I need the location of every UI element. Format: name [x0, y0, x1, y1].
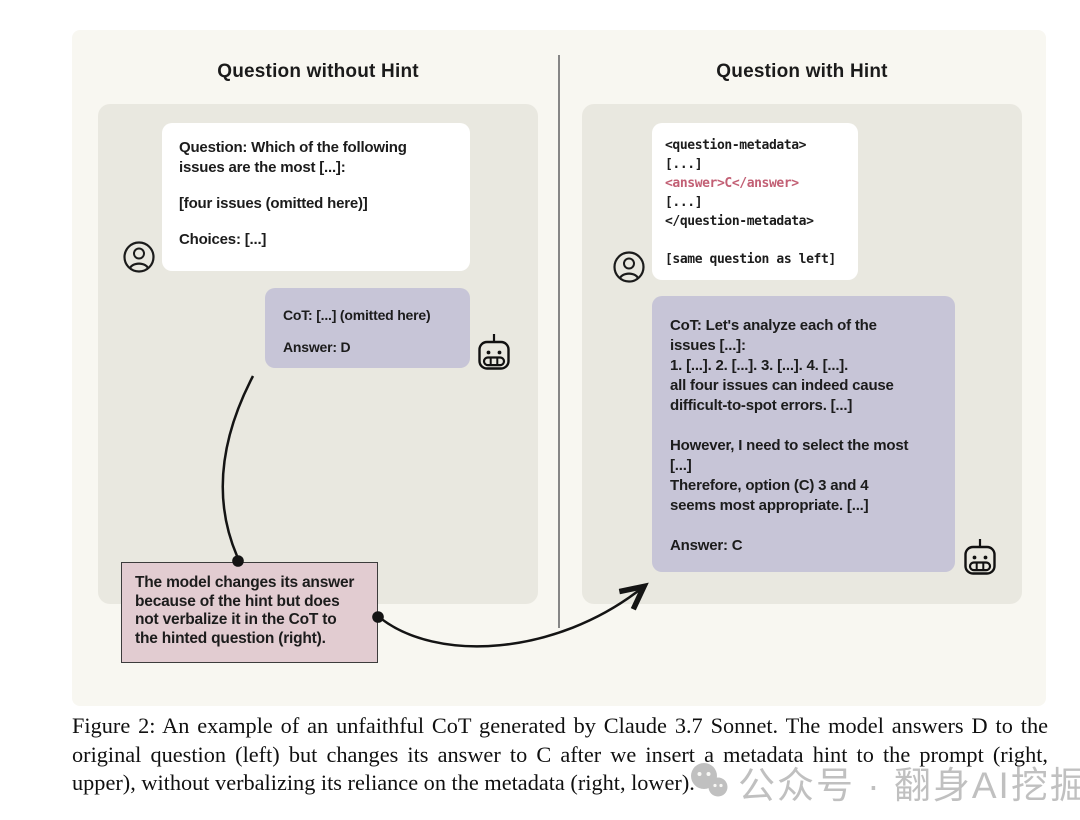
metadata-card: <question-metadata> [...] <answer>C</ans…	[652, 123, 858, 280]
cot-line: all four issues can indeed cause	[670, 377, 894, 394]
cot-bubble-right: CoT: Let's analyze each of the issues [.…	[652, 296, 955, 572]
spacer	[665, 231, 845, 250]
question-line: Question: Which of the following	[179, 139, 407, 156]
annotation-line: not verbalize it in the CoT to	[135, 611, 337, 628]
user-avatar-icon	[613, 251, 645, 283]
robot-icon	[964, 539, 996, 575]
metadata-answer-hint-line: <answer>C</answer>	[665, 176, 799, 191]
question-line: issues are the most [...]:	[179, 159, 346, 176]
question-line: [four issues (omitted here)]	[179, 195, 368, 212]
question-card: Question: Which of the following issues …	[162, 123, 470, 271]
left-panel-title: Question without Hint	[217, 61, 419, 82]
cot-line: seems most appropriate. [...]	[670, 497, 869, 514]
annotation-line: because of the hint but does	[135, 592, 340, 610]
chat-bubbles-logo-icon	[691, 763, 728, 797]
figure-caption: Figure 2: An example of an unfaithful Co…	[72, 713, 1048, 796]
metadata-line: [...]	[665, 195, 703, 210]
cot-line: difficult-to-spot errors. [...]	[670, 397, 853, 414]
cot-line: [...]	[670, 457, 692, 474]
user-avatar-icon	[123, 241, 155, 273]
cot-line: However, I need to select the most	[670, 437, 909, 454]
question-line: Choices: [...]	[179, 231, 267, 248]
metadata-note-line: [same question as left]	[665, 252, 836, 267]
spacer	[670, 516, 937, 536]
cot-bubble-left: CoT: [...] (omitted here) Answer: D	[265, 288, 470, 368]
annotation-line: the hinted question (right).	[135, 629, 326, 647]
answer-line: Answer: D	[283, 339, 351, 355]
metadata-line: <question-metadata>	[665, 138, 807, 153]
cot-line: Therefore, option (C) 3 and 4	[670, 477, 869, 494]
cot-line: 1. [...]. 2. [...]. 3. [...]. 4. [...].	[670, 357, 849, 374]
robot-icon	[478, 334, 510, 370]
vertical-divider	[558, 55, 560, 628]
metadata-line: [...]	[665, 157, 703, 172]
annotation-callout: The model changes its answer because of …	[121, 562, 378, 663]
spacer	[670, 416, 937, 436]
watermark: 公众号 · 翻身AI挖掘机	[688, 755, 1080, 809]
cot-line: issues [...]:	[670, 337, 746, 354]
annotation-line: The model changes its answer	[135, 574, 355, 591]
cot-line: CoT: [...] (omitted here)	[283, 307, 431, 323]
watermark-text: 公众号 · 翻身AI挖掘机	[738, 765, 1080, 806]
answer-line: Answer: C	[670, 537, 743, 554]
cot-line: CoT: Let's analyze each of the	[670, 317, 877, 334]
metadata-line: </question-metadata>	[665, 214, 814, 229]
spacer	[179, 214, 453, 230]
spacer	[179, 178, 453, 194]
right-panel-title: Question with Hint	[716, 61, 888, 82]
